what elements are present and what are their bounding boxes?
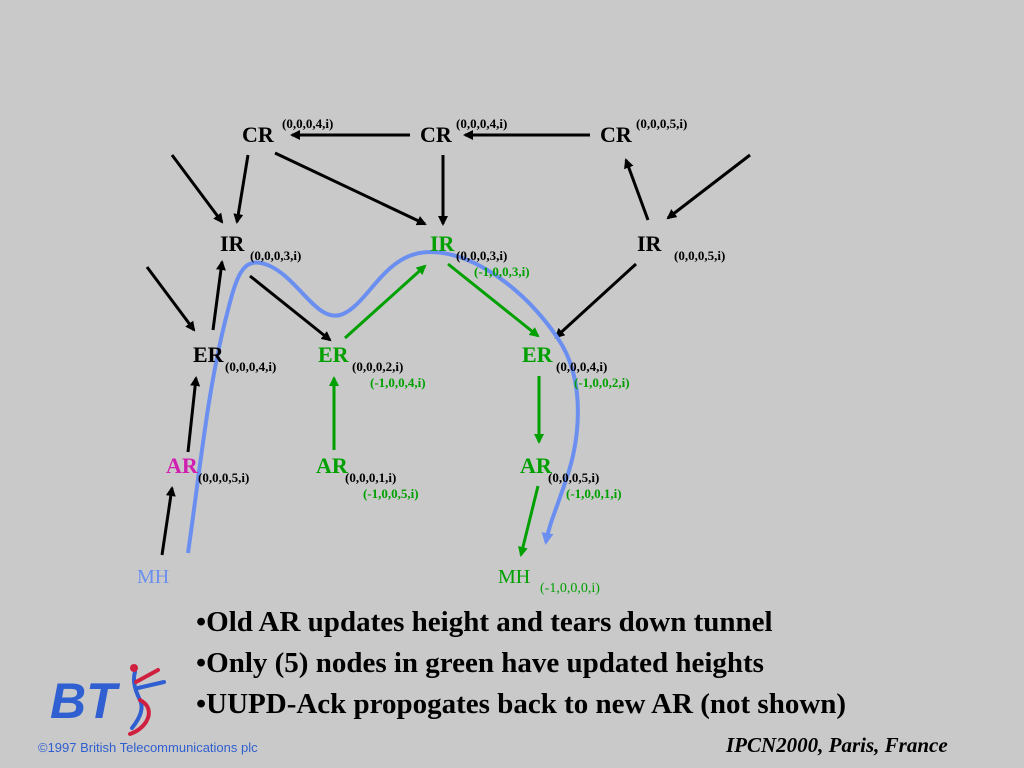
bullet-item: •Old AR updates height and tears down tu… [196, 606, 773, 638]
arrow-ir1-to-er2 [249, 274, 332, 342]
ir-node-3: IR [637, 231, 662, 256]
ir-node-2: IR [430, 231, 455, 256]
bt-logo-text: BT [50, 673, 121, 729]
piper-figure-icon [128, 664, 166, 736]
cr-node-2-height: (0,0,0,4,i) [456, 116, 508, 131]
arrow-cr1-to-ir1 [233, 154, 250, 224]
copyright-text: ©1997 British Telecommunications plc [38, 740, 258, 755]
cr-node-3-height: (0,0,0,5,i) [636, 116, 688, 131]
bullet-list: •Old AR updates height and tears down tu… [196, 606, 846, 729]
arrow-in-to-ir3 [666, 153, 751, 220]
mh-node-old-position: MH [137, 566, 170, 588]
er-node-1: ER [193, 342, 224, 367]
bullet-item: •Only (5) nodes in green have updated he… [196, 647, 764, 679]
er-node-3: ER [522, 342, 553, 367]
ar-node-2-new-height: (-1,0,0,5,i) [363, 486, 419, 501]
bt-logo-graphic: BT [50, 664, 166, 736]
arrow-in-to-er1 [145, 266, 196, 332]
ir-node-3-height: (0,0,0,5,i) [674, 248, 726, 263]
er-node-2-height: (0,0,0,2,i) [352, 359, 404, 374]
ir-node-1-height: (0,0,0,3,i) [250, 248, 302, 263]
bt-logo: BT [40, 652, 170, 747]
arrow-ir2-to-er3 [447, 262, 540, 338]
arrow-ir3-to-cr3 [624, 158, 650, 221]
ar-node-new: AR [520, 453, 552, 478]
er-node-2: ER [318, 342, 349, 367]
ir-node-1: IR [220, 231, 245, 256]
ir-node-2-new-height: (-1,0,0,3,i) [474, 264, 530, 279]
ar-node-new-new-height: (-1,0,0,1,i) [566, 486, 622, 501]
er-node-3-height: (0,0,0,4,i) [556, 359, 608, 374]
arrow-ar3-to-mh2 [518, 485, 540, 557]
mobility-path-curve [186, 249, 580, 554]
ar-node-2-height: (0,0,0,1,i) [345, 470, 397, 485]
er-node-3-new-height: (-1,0,0,2,i) [574, 375, 630, 390]
cr-node-3: CR [600, 122, 632, 147]
arrow-cr1-to-ir2 [274, 151, 427, 226]
arrow-ar1-to-er1 [186, 376, 201, 453]
ar-node-new-height: (0,0,0,5,i) [548, 470, 600, 485]
footer-text: IPCN2000, Paris, France [726, 733, 948, 757]
mh-node-new-position: MH [498, 566, 531, 588]
cr-node-2: CR [420, 122, 452, 147]
arrow-er1-to-ir1 [211, 260, 226, 331]
er-node-2-new-height: (-1,0,0,4,i) [370, 375, 426, 390]
arrow-er2-to-ir2 [343, 264, 427, 340]
bullet-item: •UUPD-Ack propogates back to new AR (not… [196, 688, 847, 720]
arrow-mh1-to-ar1 [160, 486, 176, 556]
ar-node-old-height: (0,0,0,5,i) [198, 470, 250, 485]
arrow-in-to-ir1 [170, 154, 224, 224]
arrow-ir3-to-er3 [554, 262, 638, 339]
ir-node-2-height: (0,0,0,3,i) [456, 248, 508, 263]
ar-node-old: AR [166, 453, 198, 478]
mh-node-new-height: (-1,0,0,0,i) [540, 581, 600, 596]
er-node-1-height: (0,0,0,4,i) [225, 359, 277, 374]
cr-node-1: CR [242, 122, 274, 147]
cr-node-1-height: (0,0,0,4,i) [282, 116, 334, 131]
ar-node-2: AR [316, 453, 348, 478]
